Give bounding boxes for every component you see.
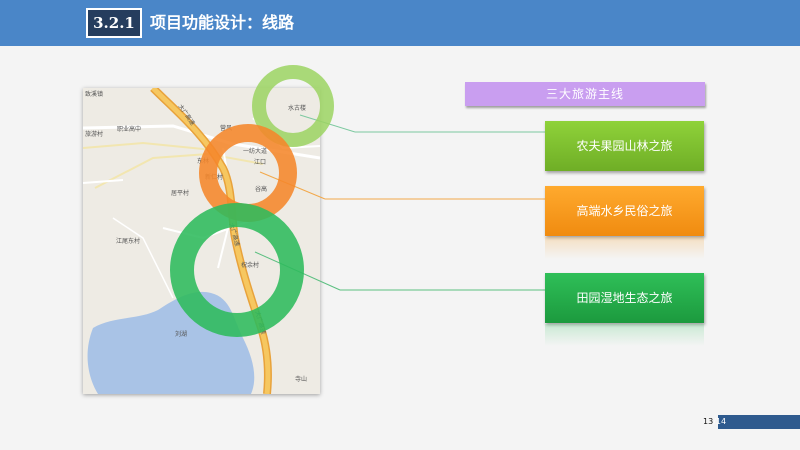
map-label: 一纺大道	[243, 148, 268, 155]
route-box-wetland: 田园湿地生态之旅	[545, 273, 704, 323]
map-label: 东林	[197, 158, 210, 165]
current-page: 13	[703, 417, 714, 426]
minor-road	[112, 217, 174, 299]
minor-road	[83, 179, 124, 184]
footer-bar	[718, 415, 800, 429]
map-label: 水古楼	[288, 105, 307, 112]
map-label: 寺山	[295, 376, 308, 383]
map-label: 职业高中	[117, 126, 142, 133]
route-box-waterside: 高端水乡民俗之旅	[545, 186, 704, 236]
route-box-orchard: 农夫果园山林之旅	[545, 121, 704, 171]
minor-road	[83, 141, 214, 151]
map-label: 新仁村	[205, 174, 224, 181]
map-label: 江尾东村	[116, 238, 141, 245]
map-label: 致溪镇	[85, 91, 104, 98]
route-map: 致溪镇 旅游村 职业高中 大广高速 营风 水古楼 一纺大道 东林 江口 新仁村 …	[83, 88, 320, 394]
map-label: 刘湖	[175, 331, 188, 338]
total-pages: /14	[713, 417, 727, 426]
map-label: 营风	[220, 125, 233, 132]
page-title: 项目功能设计：线路	[150, 13, 295, 32]
map-label: 旅游村	[85, 131, 104, 138]
minor-road	[252, 117, 320, 150]
header-bar: 3.2.1 项目功能设计：线路	[0, 0, 800, 46]
minor-road	[162, 217, 259, 240]
page-number: 13/14	[703, 416, 726, 428]
map-label: 祝余村	[241, 262, 260, 269]
map-label: 居平村	[171, 190, 190, 197]
theme-header: 三大旅游主线	[465, 82, 705, 106]
map-label: 谷高	[255, 186, 268, 193]
lake-shape	[87, 291, 255, 394]
map-label: 江口	[254, 159, 267, 166]
minor-road	[94, 152, 264, 189]
route-box-reflection	[545, 237, 704, 259]
section-number-badge: 3.2.1	[86, 8, 142, 38]
route-box-reflection	[545, 324, 704, 346]
